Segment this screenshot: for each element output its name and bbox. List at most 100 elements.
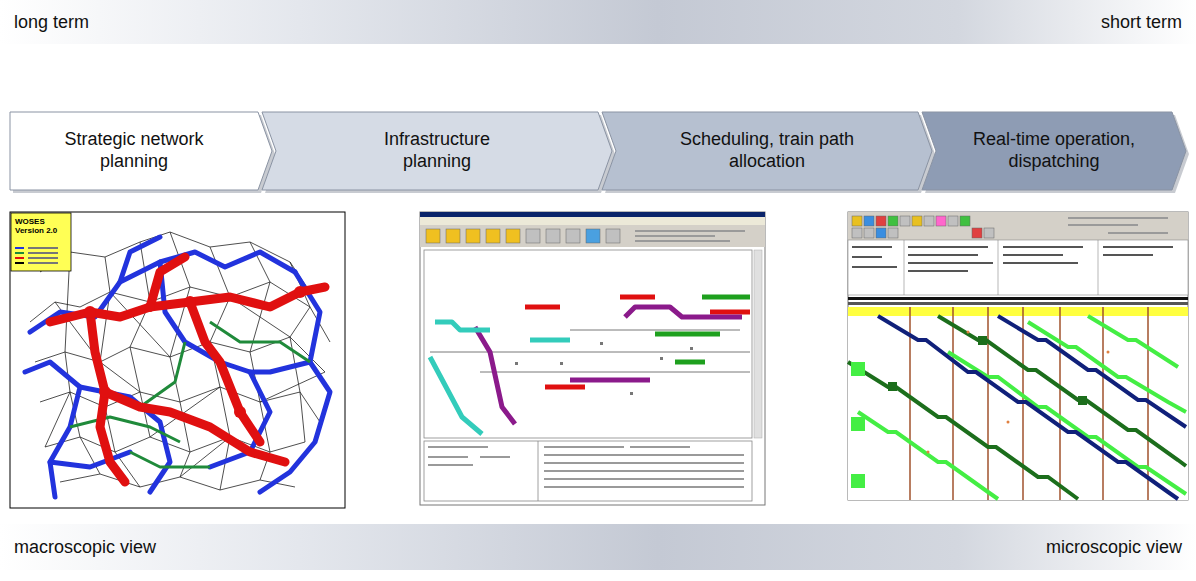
time-distance-screenshot-part-part <box>852 266 897 268</box>
time-distance-screenshot-part <box>888 336 1087 405</box>
track-layout-screenshot-part <box>420 217 765 225</box>
network-map-part-part <box>150 257 185 307</box>
time-distance-screenshot-part-part <box>1103 254 1153 256</box>
track-layout-screenshot-part-part <box>526 229 540 243</box>
track-layout-screenshot-part-part <box>544 478 744 480</box>
track-layout-screenshot-part-part <box>600 342 603 345</box>
time-distance-screenshot-part-part <box>927 451 930 454</box>
network-map-part-part <box>120 237 160 282</box>
time-distance-screenshot-part-part <box>900 216 910 226</box>
track-layout-screenshot-part <box>420 225 765 247</box>
track-layout-screenshot-part-part <box>435 322 490 330</box>
time-distance-screenshot-part-part <box>938 316 1186 466</box>
map-legend-box-part <box>11 213 71 271</box>
time-distance-screenshot-part-part <box>972 228 982 238</box>
network-map-part <box>84 286 306 418</box>
chevron-text-area: Real-time operation, dispatching <box>936 112 1172 190</box>
timeline-band: long termshort term <box>0 0 1196 44</box>
time-distance-screenshot-part-part <box>1103 246 1173 248</box>
map-legend-box-part <box>15 252 24 254</box>
network-map-part-part <box>105 392 285 462</box>
time-distance-screenshot-part <box>904 240 905 295</box>
time-distance-screenshot-part-part <box>858 412 998 499</box>
network-map-part <box>25 237 330 497</box>
time-distance-screenshot-part-part <box>1068 217 1168 219</box>
network-map-part <box>50 257 325 482</box>
map-legend-box-part <box>15 262 24 264</box>
network-map-part-part <box>184 296 196 308</box>
track-layout-screenshot-part <box>754 250 762 438</box>
map-legend-box-part <box>28 257 58 259</box>
time-distance-screenshot-part-part <box>936 216 946 226</box>
network-map-part-part <box>25 362 80 497</box>
track-layout-screenshot-part-part <box>606 229 620 243</box>
network-map-part <box>30 232 330 490</box>
track-layout-screenshot-part-part <box>428 464 473 466</box>
time-distance-screenshot-part <box>848 307 1188 316</box>
network-map-part-part <box>250 362 310 372</box>
map-legend-box-part <box>15 247 24 249</box>
track-layout-screenshot-part <box>420 212 765 217</box>
phase-chevron: Strategic network planning <box>10 112 272 190</box>
track-layout-screenshot-part-part <box>620 295 655 300</box>
network-map-part-part <box>160 262 270 467</box>
track-layout-screenshot-part-part <box>480 372 750 373</box>
time-distance-screenshot-part-part <box>878 316 1178 499</box>
time-distance-screenshot-part-part <box>1078 396 1087 405</box>
track-layout-screenshot-part-part <box>545 385 585 390</box>
time-distance-screenshot-part-part <box>864 216 874 226</box>
time-distance-screenshot-part-part <box>1088 316 1178 367</box>
time-distance-screenshot-part-part <box>876 216 886 226</box>
phase-chevron: Infrastructure planning <box>262 112 612 190</box>
track-layout-screenshot-part-part <box>525 305 560 310</box>
timeline-label: short term <box>1101 12 1182 33</box>
track-layout-screenshot-part-part <box>426 229 440 243</box>
track-layout-screenshot-part-part <box>710 310 750 315</box>
chevron-text-area: Scheduling, train path allocation <box>616 112 918 190</box>
track-layout-screenshot-part-part <box>506 229 520 243</box>
time-distance-screenshot-part-part <box>1108 232 1168 234</box>
network-map-part-part <box>140 342 185 407</box>
time-distance-screenshot-part-part <box>1107 351 1110 354</box>
track-layout-screenshot-part-part <box>544 470 744 472</box>
time-distance-screenshot-part-part <box>852 256 882 258</box>
timeline-label: microscopic view <box>1046 537 1182 558</box>
time-distance-screenshot-part-part <box>908 246 988 248</box>
time-distance-screenshot-part-part <box>851 417 865 431</box>
time-distance-screenshot-part-part <box>1003 246 1083 248</box>
track-layout-screenshot-part-part <box>570 330 740 331</box>
map-legend-box-part <box>28 247 58 249</box>
time-distance-screenshot-part-part <box>948 216 958 226</box>
network-map-part-part <box>50 287 325 322</box>
time-distance-screenshot-part <box>927 331 1110 454</box>
time-distance-screenshot-part-part <box>1102 307 1104 500</box>
map-legend-box-part <box>28 252 58 254</box>
track-layout-screenshot-part-part <box>660 357 663 360</box>
track-layout-screenshot-part-part <box>586 229 600 243</box>
track-layout-screenshot-part <box>428 446 744 488</box>
track-layout-screenshot-part-part <box>630 446 690 448</box>
track-layout-screenshot-part-part <box>486 229 500 243</box>
time-distance-screenshot-part-part <box>908 254 978 256</box>
track-layout-screenshot-part-part <box>635 230 745 232</box>
track-layout-screenshot-part-part <box>702 295 750 300</box>
network-map-part-part <box>60 474 295 490</box>
time-distance-screenshot-part-part <box>978 336 987 345</box>
track-layout-screenshot-part-part <box>675 360 705 365</box>
phase-title: Scheduling, train path allocation <box>680 129 855 172</box>
track-layout-screenshot-part <box>424 250 752 438</box>
time-distance-screenshot-part-part <box>912 216 922 226</box>
track-layout-screenshot-part-part <box>544 454 744 456</box>
track-layout-screenshot-part-part <box>570 378 650 383</box>
time-distance-screenshot-part <box>848 240 1188 295</box>
time-distance-screenshot-part-part <box>888 216 898 226</box>
time-distance-screenshot-part-part <box>848 362 1078 499</box>
phase-chevron: Real-time operation, dispatching <box>922 112 1186 190</box>
network-map-part-part <box>84 306 96 318</box>
track-layout-screenshot-part <box>515 342 693 395</box>
time-distance-screenshot-part-part <box>852 228 862 238</box>
time-distance-screenshot-part <box>1068 217 1168 234</box>
track-layout-screenshot-part-part <box>546 229 560 243</box>
phase-chevron: Scheduling, train path allocation <box>602 112 932 190</box>
time-distance-screenshot-part-part <box>1003 254 1063 256</box>
